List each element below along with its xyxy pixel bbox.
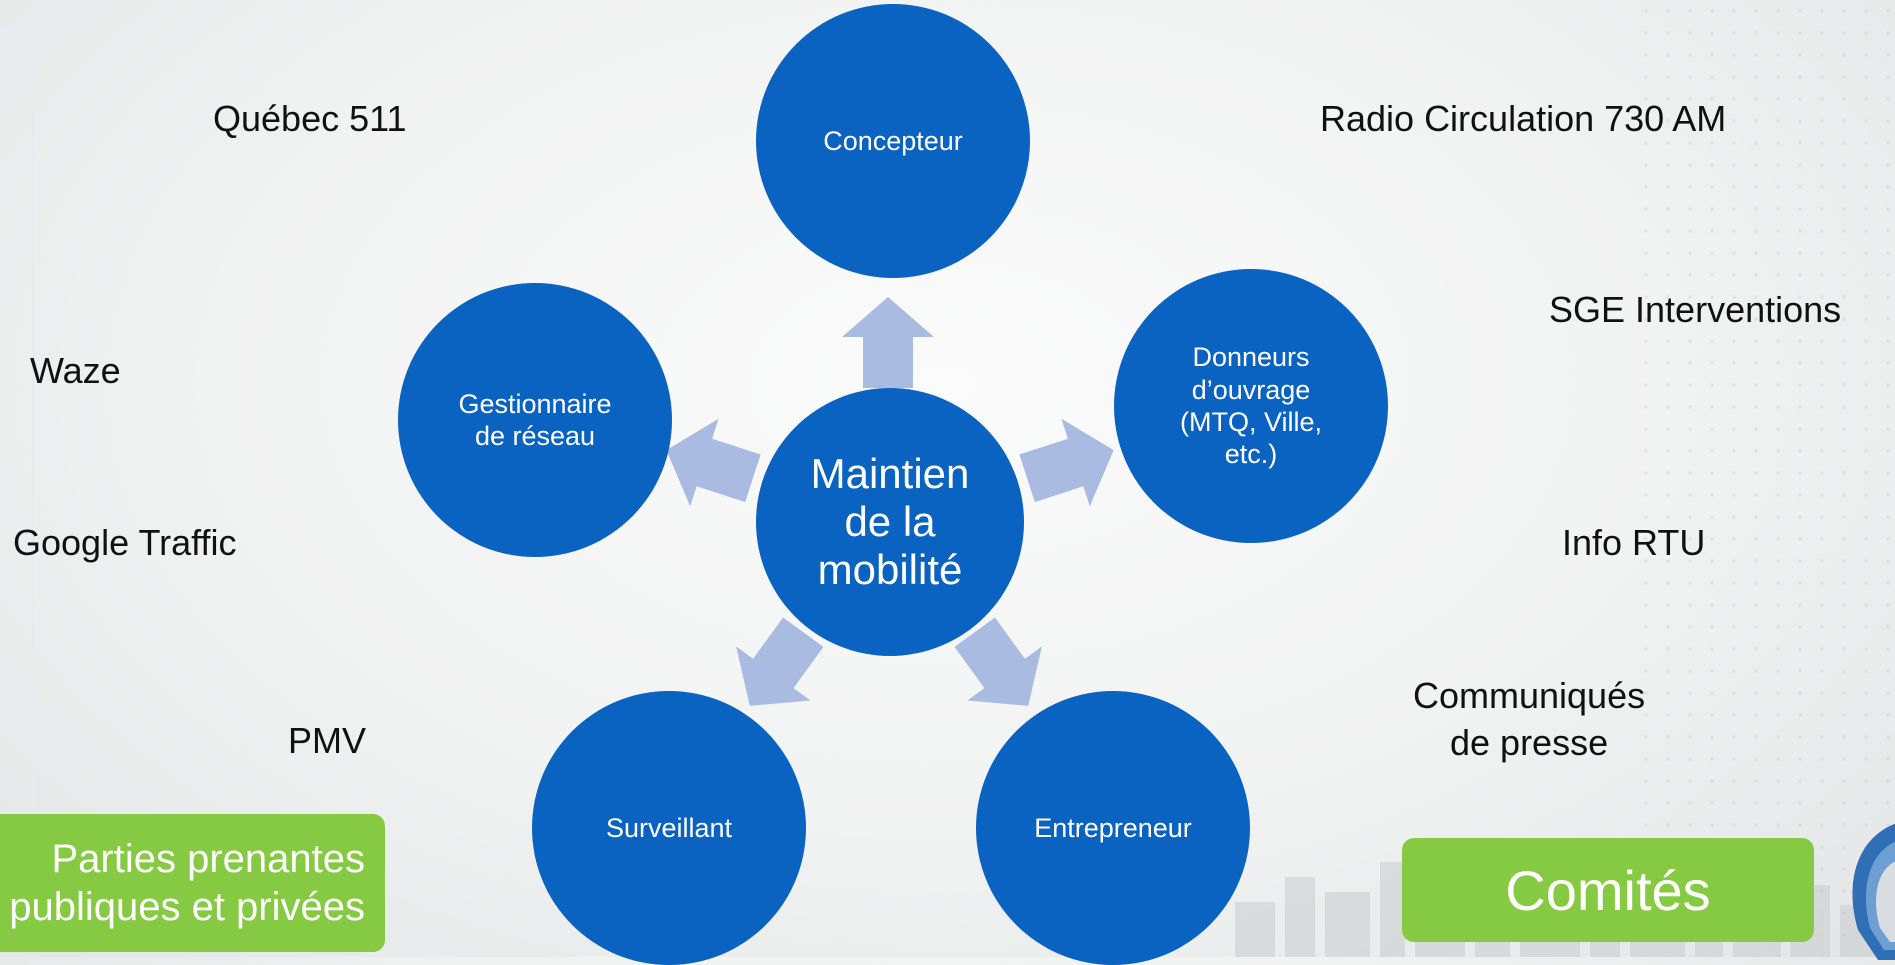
arrow-to-donneurs bbox=[1019, 418, 1114, 507]
node-donneurs-ouvrage: Donneurs d’ouvrage (MTQ, Ville, etc.) bbox=[1114, 269, 1388, 543]
left-frame-decoration bbox=[0, 30, 34, 814]
parties-prenantes-box: Parties prenantes publiques et privées bbox=[0, 814, 385, 952]
arrow-to-surveillant bbox=[736, 617, 824, 706]
comites-label: Comités bbox=[1505, 858, 1711, 922]
corner-logo-icon bbox=[1852, 823, 1895, 960]
node-concepteur-label: Concepteur bbox=[823, 125, 963, 156]
label-quebec-511: Québec 511 bbox=[213, 98, 407, 139]
node-surveillant: Surveillant bbox=[532, 691, 806, 965]
node-gestionnaire-reseau: Gestionnaire de réseau bbox=[398, 283, 672, 557]
center-circle-mobility: Maintien de la mobilité bbox=[756, 388, 1024, 656]
arrow-to-entrepreneur bbox=[954, 617, 1042, 706]
label-radio-circulation: Radio Circulation 730 AM bbox=[1320, 98, 1727, 139]
node-surveillant-label: Surveillant bbox=[605, 812, 733, 843]
dot-pattern-decoration bbox=[1635, 0, 1895, 957]
node-donneurs-label: Donneurs d’ouvrage (MTQ, Ville, etc.) bbox=[1179, 342, 1322, 470]
label-google-traffic: Google Traffic bbox=[13, 522, 237, 563]
parties-prenantes-label: Parties prenantes publiques et privées bbox=[9, 837, 365, 929]
center-label: Maintien de la mobilité bbox=[810, 449, 970, 594]
node-entrepreneur-label: Entrepreneur bbox=[1034, 812, 1192, 843]
comites-box: Comités bbox=[1402, 838, 1814, 942]
label-info-rtu: Info RTU bbox=[1562, 522, 1706, 563]
label-communiques-presse: Communiqués de presse bbox=[1413, 675, 1646, 763]
label-waze: Waze bbox=[30, 350, 121, 391]
label-pmv: PMV bbox=[288, 720, 367, 761]
arrow-up-to-concepteur bbox=[842, 297, 934, 388]
node-entrepreneur: Entrepreneur bbox=[976, 691, 1250, 965]
arrow-to-gestionnaire bbox=[666, 418, 761, 507]
node-concepteur: Concepteur bbox=[756, 4, 1030, 278]
label-sge-interventions: SGE Interventions bbox=[1549, 289, 1842, 330]
node-gestionnaire-label: Gestionnaire de réseau bbox=[458, 388, 612, 451]
